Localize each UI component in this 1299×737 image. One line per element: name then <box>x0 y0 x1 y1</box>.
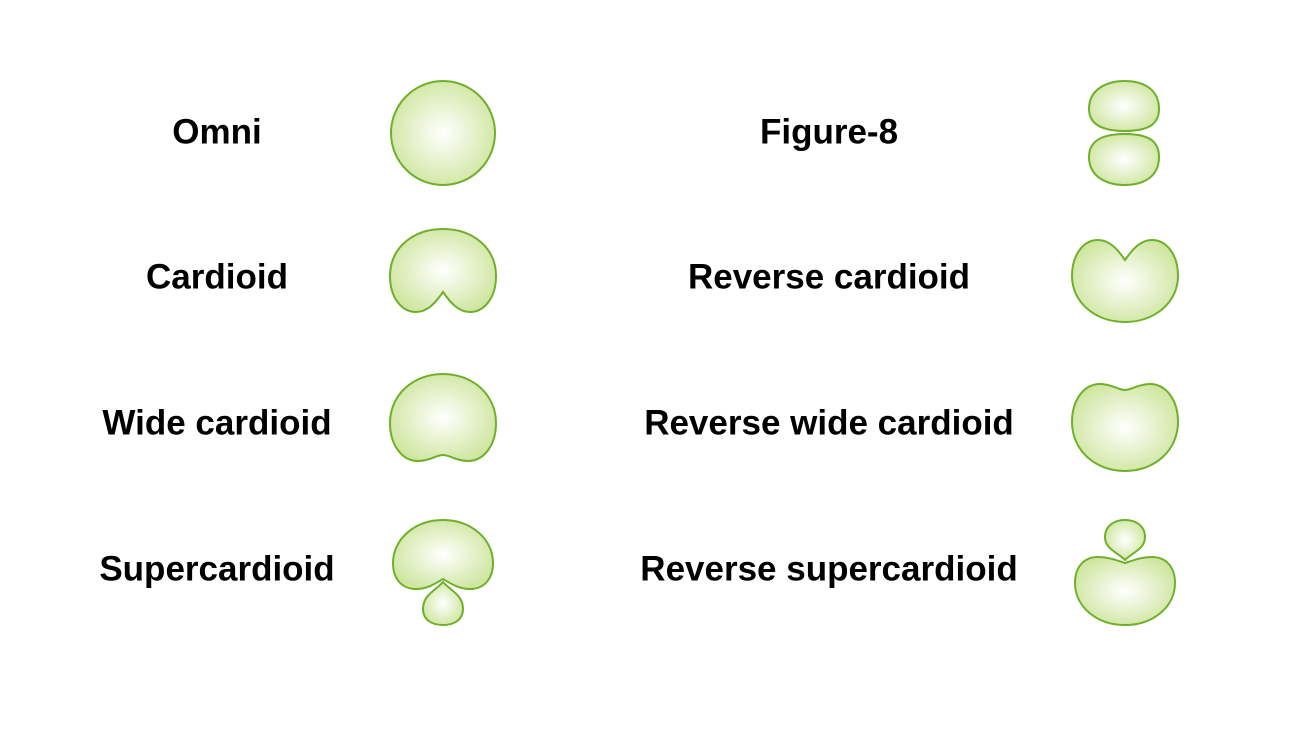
cardioid-pattern-icon <box>388 227 498 314</box>
reverse-cardioid-pattern-icon <box>1070 238 1180 324</box>
wide-cardioid-pattern-icon <box>388 372 498 463</box>
label-supercardioid: Supercardioid <box>99 549 335 589</box>
supercardioid-pattern-icon <box>391 518 495 627</box>
label-reverse-supercardioid: Reverse supercardioid <box>640 549 1018 589</box>
omni-pattern-icon <box>390 80 496 186</box>
reverse-supercardioid-pattern-icon <box>1073 518 1177 627</box>
reverse-wide-cardioid-pattern-icon <box>1070 382 1180 473</box>
figure8-pattern-icon <box>1087 79 1161 187</box>
label-reverse-cardioid: Reverse cardioid <box>687 257 971 297</box>
label-omni: Omni <box>172 112 262 152</box>
label-reverse-wide-cardioid: Reverse wide cardioid <box>644 403 1014 443</box>
label-figure8: Figure-8 <box>759 112 899 152</box>
label-wide-cardioid: Wide cardioid <box>102 403 332 443</box>
label-cardioid: Cardioid <box>146 257 288 297</box>
